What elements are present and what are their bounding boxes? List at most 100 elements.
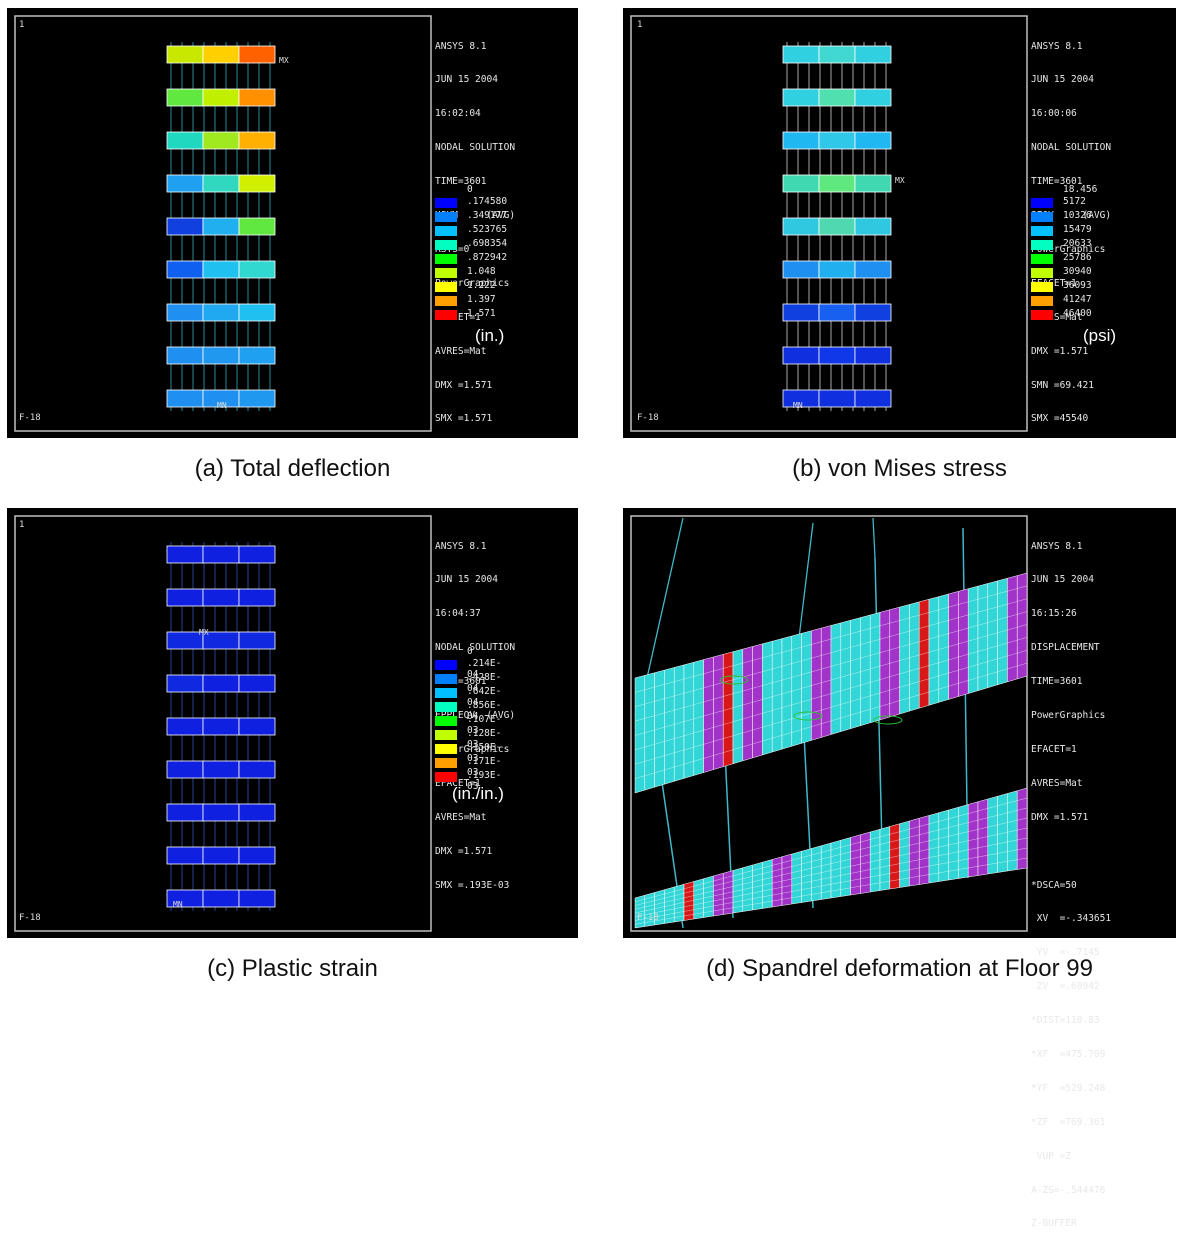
info-line: EFACET=1 (1031, 743, 1077, 755)
deformed-mesh-plot (630, 515, 1028, 932)
max-marker: MX (279, 56, 289, 65)
mesh-element (791, 850, 802, 905)
spandrel-segment (166, 760, 204, 779)
spandrel-segment (238, 760, 276, 779)
info-line: EPPLEQV (AVG) (435, 710, 516, 722)
mesh-element (830, 839, 842, 899)
info-line: AVRES=Mat (1031, 311, 1083, 323)
spandrel-segment (782, 88, 820, 107)
info-line: DMX =1.571 (1031, 345, 1089, 357)
info-line: EFACET=1 (435, 311, 481, 323)
spandrel-segment (202, 131, 240, 150)
legend-swatch (435, 758, 457, 768)
frame-label: F-18 (637, 913, 659, 923)
info-line: 16:02:04 (435, 108, 481, 120)
min-marker: MN (793, 401, 803, 410)
legend-row: .872942 (435, 252, 507, 266)
info-line: AVRES=Mat (435, 345, 487, 357)
spandrel-segment (166, 88, 204, 107)
mesh-element (928, 812, 940, 884)
mesh-line (634, 807, 1028, 906)
spandrel-segment (166, 846, 204, 865)
spandrel-segment (202, 260, 240, 279)
legend-label: 46400 (1063, 308, 1092, 319)
spandrel-segment (238, 346, 276, 365)
max-marker: MX (199, 628, 209, 637)
spandrel-segment (854, 346, 892, 365)
info-line (1031, 846, 1111, 857)
spandrel-segment (782, 217, 820, 236)
frame-label: F-18 (19, 913, 41, 923)
mesh-element (811, 845, 822, 902)
spandrel-segment (166, 717, 204, 736)
spandrel-segment (854, 88, 892, 107)
legend-label: .349177 (467, 210, 508, 221)
column-line (646, 517, 684, 679)
panel-plastic-strain: 1 F-18 MX MN ANSYS 8.1 JUN 15 2004 16:04… (7, 508, 578, 938)
mesh-element (850, 834, 861, 896)
legend-swatch (435, 688, 457, 698)
info-line: AVRES=Mat (435, 811, 487, 823)
legend-row: .698354 (435, 238, 507, 252)
spandrel-segment (166, 260, 204, 279)
spandrel-segment (854, 389, 892, 408)
contour-plot-stress (630, 15, 1028, 432)
spandrel-segment (818, 217, 856, 236)
info-line: *DSCA=50 (1031, 879, 1077, 891)
caption-a: (a) Total deflection (194, 455, 391, 482)
legend-swatch (435, 268, 457, 278)
info-line: SMX =1.571 (435, 413, 493, 425)
window-number: 1 (19, 20, 25, 30)
info-line: DMX =1.571 (435, 379, 493, 391)
legend-swatch (1031, 212, 1053, 222)
legend-swatch (435, 198, 457, 208)
mesh-element (840, 837, 851, 897)
spandrel-segment (166, 303, 204, 322)
spandrel-segment (782, 174, 820, 193)
info-line: JUN 15 2004 (1031, 74, 1094, 86)
column-line (872, 517, 876, 559)
spandrel-segment (238, 45, 276, 64)
mesh-line (634, 637, 1028, 751)
info-line: JUN 15 2004 (1031, 574, 1094, 586)
spandrel-segment (202, 760, 240, 779)
legend-swatch (1031, 296, 1053, 306)
legend-min-label: 0 (467, 646, 473, 657)
legend-label: 20633 (1063, 238, 1092, 249)
legend-label: .642E-04 (467, 686, 502, 708)
legend-label: 1.397 (467, 294, 496, 305)
legend-label: .107E-03 (467, 714, 502, 736)
spandrel-segment (238, 631, 276, 650)
brace-marker (873, 715, 903, 725)
legend-label: .698354 (467, 238, 508, 249)
spandrel-segment (238, 803, 276, 822)
legend-row: 1.222 (435, 280, 496, 294)
mesh-line (634, 847, 1028, 921)
spandrel-segment (818, 346, 856, 365)
info-line: ANSYS 8.1 (1031, 540, 1083, 552)
spandrel-segment (818, 45, 856, 64)
spandrel-segment (166, 174, 204, 193)
info-line: EFACET=1 (1031, 277, 1077, 289)
spandrel-segment (166, 45, 204, 64)
mesh-element (879, 826, 891, 891)
legend-row: 1.571 (435, 308, 496, 322)
info-line: DMX =1.571 (1031, 811, 1089, 823)
info-line: ANSYS 8.1 (435, 540, 487, 552)
info-line: TIME=3601 (435, 676, 487, 688)
spandrel-segment (202, 889, 240, 908)
info-line: AVRES=Mat (1031, 777, 1083, 789)
legend-swatch (435, 702, 457, 712)
unit-label: (in./in.) (452, 784, 504, 803)
spandrel-segment (202, 88, 240, 107)
mesh-line (634, 624, 1028, 736)
spandrel-segment (202, 174, 240, 193)
max-marker: MX (895, 176, 905, 185)
info-line: ANSYS 8.1 (1031, 40, 1083, 52)
legend-label: .171E-03 (467, 756, 502, 778)
info-line: 16:15:26 (1031, 608, 1077, 620)
info-line: DISPLACEMENT (1031, 642, 1100, 654)
spandrel-segment (166, 131, 204, 150)
legend-swatch (1031, 226, 1053, 236)
legend-swatch (435, 212, 457, 222)
